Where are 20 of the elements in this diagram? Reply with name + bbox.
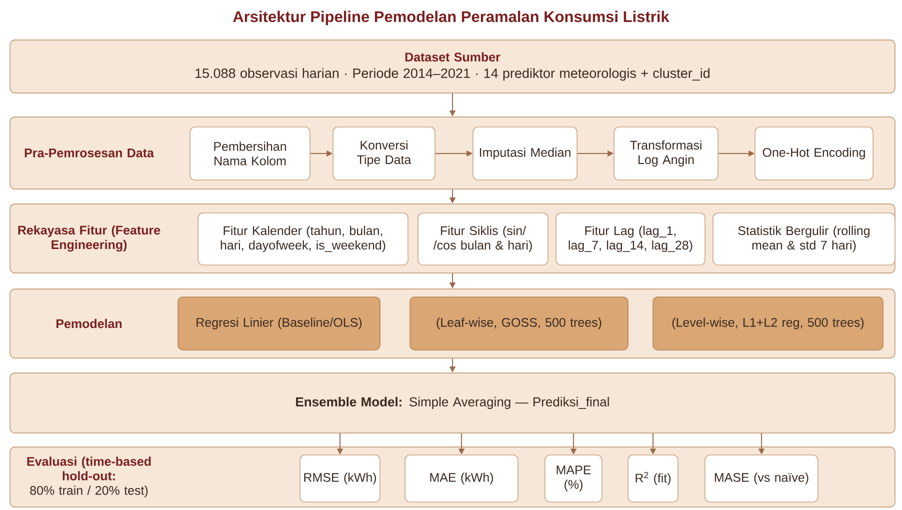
step-box: MAPE (%) bbox=[544, 454, 602, 502]
step-box: Fitur Siklis (sin/ /cos bulan & hari) bbox=[418, 212, 548, 266]
step-box: One-Hot Encoding bbox=[754, 126, 874, 180]
model-box: (Level-wise, L1+L2 reg, 500 trees) bbox=[652, 296, 884, 350]
stage-band: Dataset Sumber 15.088 observasi harian · Periode 2014–2021 · 14 prediktor meteorologis + cluster_id bbox=[10, 40, 896, 94]
step-box: Statistik Bergulir (rolling mean & std 7 hari) bbox=[712, 212, 896, 266]
step-box: Fitur Kalender (tahun, bulan, hari, dayofweek, is_weekend) bbox=[198, 212, 408, 266]
step-box: Fitur Lag (lag_1, lag_7, lag_14, lag_28) bbox=[556, 212, 706, 266]
step-box: MASE (vs naïve) bbox=[704, 454, 818, 502]
step-box: MAE (kWh) bbox=[404, 454, 518, 502]
title: Arsitektur Pipeline Pemodelan Peramalan Konsumsi Listrik bbox=[233, 10, 670, 26]
model-box: (Leaf-wise, GOSS, 500 trees) bbox=[410, 296, 628, 350]
step-box: Transformasi Log Angin bbox=[614, 126, 718, 180]
stage-band: Ensemble Model: Simple Averaging — Prediksi_final bbox=[10, 372, 896, 434]
step-box: Imputasi Median bbox=[472, 126, 578, 180]
step-box: RMSE (kWh) bbox=[300, 454, 380, 502]
step-box: R$^{2}$ (fit) bbox=[628, 454, 678, 502]
model-box: Regresi Linier (Baseline/OLS) bbox=[178, 296, 380, 350]
step-box: Pembersihan Nama Kolom bbox=[190, 126, 310, 180]
step-box: Konversi Tipe Data bbox=[332, 126, 436, 180]
